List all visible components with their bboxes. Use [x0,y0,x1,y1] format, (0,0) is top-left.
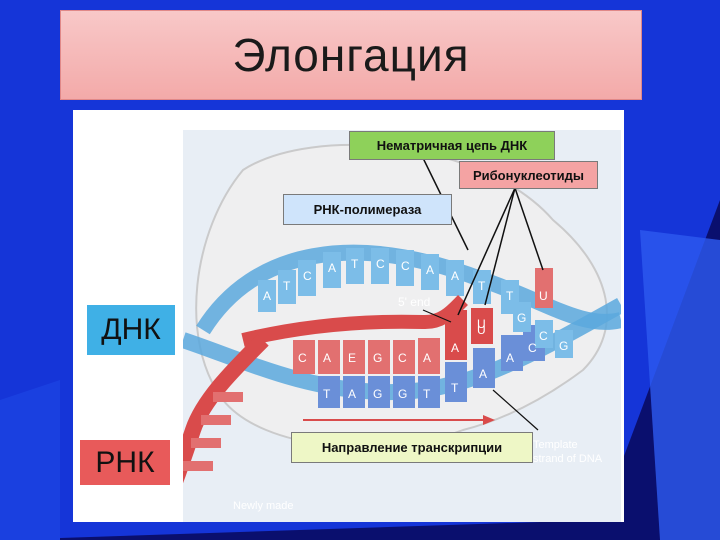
slide-title: Элонгация [232,29,470,81]
title-box: Элонгация [60,10,642,100]
rna-bases [293,308,493,374]
template-strand-label: Template strand of DNA [533,438,602,466]
rna-label: РНК [80,440,170,485]
nontemplate-strand [196,244,621,335]
rna-exit [183,334,269,484]
free-ribonucleotides [513,268,573,358]
transcription-direction-callout: Направление транскрипции [291,432,533,463]
ribonucleotides-callout: Рибонуклеотиды [459,161,598,189]
nontemplate-strand-callout: Нематричная цепь ДНК [349,131,555,160]
top-bases [258,248,519,314]
dna-label: ДНК [87,305,175,355]
dna-template-bases [318,325,545,408]
rna-polymerase-callout: РНК-полимераза [283,194,452,225]
template-line-1: Template [533,439,578,451]
newly-made-line-1: Newly made [233,500,294,512]
template-line-2: strand of DNA [533,453,603,465]
newly-made-rna-label: Newly made [233,499,294,513]
rna-exit-bases [183,392,243,471]
